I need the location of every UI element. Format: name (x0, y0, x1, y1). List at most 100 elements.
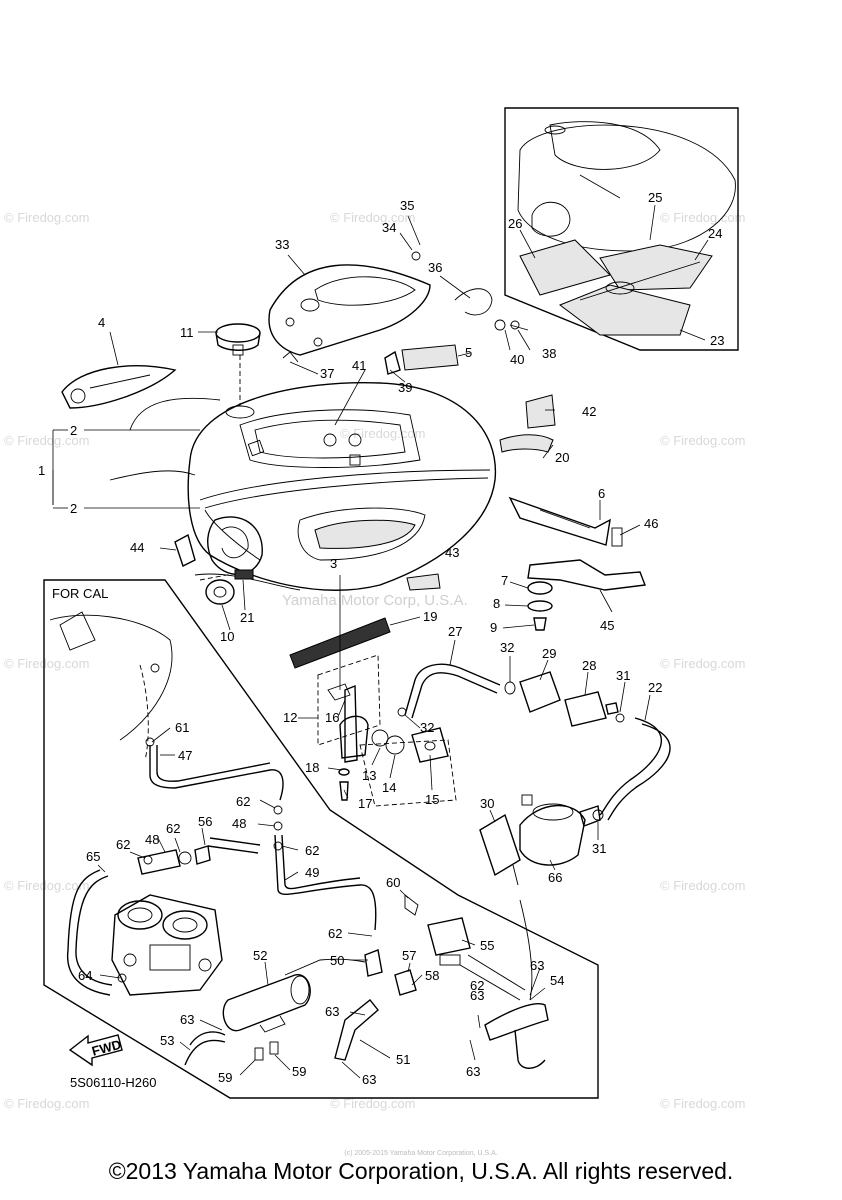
callout: 62 (116, 837, 130, 852)
callout: 50 (330, 953, 344, 968)
watermark-firedog: © Firedog.com (660, 433, 745, 448)
callout: 19 (423, 609, 437, 624)
fine-print: (c) 2005-2015 Yamaha Motor Corporation, … (344, 1150, 498, 1157)
watermark-firedog: © Firedog.com (4, 210, 89, 225)
callout: 5 (465, 345, 472, 360)
callout: 25 (648, 190, 662, 205)
watermark-firedog: © Firedog.com (660, 1096, 745, 1111)
callout: 39 (398, 380, 412, 395)
callout: 26 (508, 216, 522, 231)
callout: 65 (86, 849, 100, 864)
callout: 66 (548, 870, 562, 885)
callout: 24 (708, 226, 722, 241)
callout: 63 (466, 1064, 480, 1079)
watermark-firedog: © Firedog.com (660, 210, 745, 225)
callout: 9 (490, 620, 497, 635)
callout: 64 (78, 968, 92, 983)
callout: 8 (493, 596, 500, 611)
callout: 35 (400, 198, 414, 213)
callout: 63 (362, 1072, 376, 1087)
callout: 29 (542, 646, 556, 661)
callout: 48 (232, 816, 246, 831)
fuel-tank (109, 382, 497, 591)
for-cal-label: FOR CAL (52, 586, 108, 601)
watermark-firedog: © Firedog.com (330, 1096, 415, 1111)
callout: 28 (582, 658, 596, 673)
callout: 59 (292, 1064, 306, 1079)
inset-tank-decal-panel (504, 107, 739, 351)
callout: 2 (70, 501, 77, 516)
callout: 55 (480, 938, 494, 953)
callout: 33 (275, 237, 289, 252)
callout: 18 (305, 760, 319, 775)
callout: 54 (550, 973, 564, 988)
callout: 63 (530, 958, 544, 973)
callout: 2 (70, 423, 77, 438)
fuel-cap (215, 323, 261, 419)
charcoal-canister (184, 974, 311, 1066)
tank-cover-assembly (268, 251, 520, 363)
watermark-firedog: © Firedog.com (4, 1096, 89, 1111)
callout: 60 (386, 875, 400, 890)
callout: 37 (320, 366, 334, 381)
diagram-code: 5S06110-H260 (70, 1075, 157, 1090)
callout: 23 (710, 333, 724, 348)
carburetor-assembly (111, 894, 223, 996)
callout: 34 (382, 220, 396, 235)
callout: 7 (501, 573, 508, 588)
callout: 49 (305, 865, 319, 880)
callout: 42 (582, 404, 596, 419)
callout: 12 (283, 710, 297, 725)
watermark-firedog: © Firedog.com (340, 426, 425, 441)
tank-accessories (384, 344, 556, 591)
callout: 21 (240, 610, 254, 625)
fwd-label: FWD (90, 1037, 122, 1059)
callout: 4 (98, 315, 105, 330)
callout: 6 (598, 486, 605, 501)
callout: 46 (644, 516, 658, 531)
callout: 44 (130, 540, 144, 555)
watermarks: © Firedog.com © Firedog.com © Firedog.co… (4, 210, 745, 1111)
callout: 31 (616, 668, 630, 683)
callout: 15 (425, 792, 439, 807)
fuel-lines (397, 663, 671, 821)
watermark-firedog: © Firedog.com (4, 433, 89, 448)
callout: 32 (500, 640, 514, 655)
callout: 62 (166, 821, 180, 836)
callout: 27 (448, 624, 462, 639)
callout: 61 (175, 720, 189, 735)
callout: 14 (382, 780, 396, 795)
callout: 1 (38, 463, 45, 478)
callout: 43 (445, 545, 459, 560)
fuel-pump (479, 794, 601, 886)
callout: 52 (253, 948, 267, 963)
callout: 41 (352, 358, 366, 373)
watermark-firedog: © Firedog.com (4, 878, 89, 893)
callout: 10 (220, 629, 234, 644)
side-emblem (61, 365, 177, 409)
watermark-firedog: © Firedog.com (660, 878, 745, 893)
callout: 62 (470, 978, 484, 993)
callout: 53 (160, 1033, 174, 1048)
callout: 59 (218, 1070, 232, 1085)
callout: 30 (480, 796, 494, 811)
callout: 16 (325, 710, 339, 725)
callout: 32 (420, 720, 434, 735)
callout: 62 (305, 843, 319, 858)
callout: 48 (145, 832, 159, 847)
callout: 63 (325, 1004, 339, 1019)
watermark-yamaha: Yamaha Motor Corp, U.S.A. (282, 592, 468, 609)
callout: 22 (648, 680, 662, 695)
callout: 3 (330, 556, 337, 571)
callout: 62 (236, 794, 250, 809)
callout: 40 (510, 352, 524, 367)
watermark-firedog: © Firedog.com (4, 656, 89, 671)
leader-lines (52, 174, 709, 1079)
callout: 62 (328, 926, 342, 941)
rubber-parts (174, 533, 254, 605)
callout: 63 (180, 1012, 194, 1027)
for-cal-section: FOR CAL (43, 579, 599, 1099)
callout: 17 (358, 796, 372, 811)
callout: 47 (178, 748, 192, 763)
